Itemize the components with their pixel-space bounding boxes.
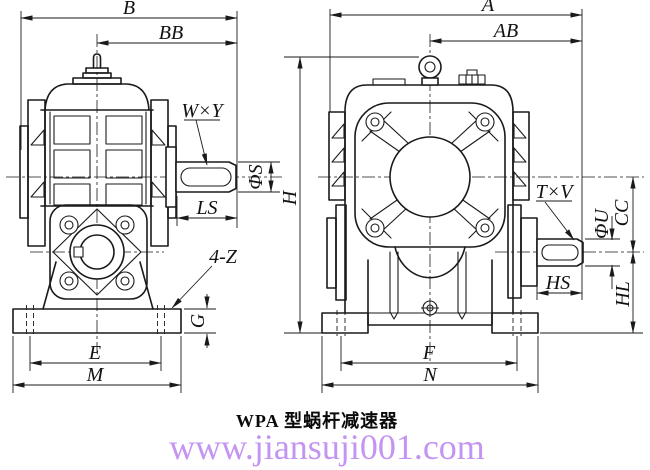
dim-label-H: H xyxy=(279,189,301,206)
dim-label-AB: AB xyxy=(492,20,518,42)
lifting-eye-icon xyxy=(418,55,442,86)
side-left-fins xyxy=(326,111,347,301)
oil-plug-icon xyxy=(458,69,486,85)
side-right-fins xyxy=(512,111,530,201)
output-flange xyxy=(49,204,148,300)
dim-label-phiU: ΦU xyxy=(591,208,613,239)
foundation-bolt-holes xyxy=(26,305,165,337)
side-feet xyxy=(321,310,539,336)
side-face-plate xyxy=(354,102,506,248)
top-cover-plate xyxy=(372,78,406,86)
dim-label-LS: LS xyxy=(195,197,217,219)
dim-label-M: M xyxy=(86,364,105,386)
dim-label-N: N xyxy=(422,364,438,386)
output-bore-keyway xyxy=(73,246,84,258)
input-shaft-keyway xyxy=(180,167,232,187)
front-dimensions: B BB W×Y ΦS LS 4-Z G E M xyxy=(12,0,280,393)
output-bore xyxy=(79,234,115,270)
front-left-bearing-cap xyxy=(19,99,46,247)
drain-plug-icon xyxy=(421,299,439,317)
dim-label-HL: HL xyxy=(612,281,634,308)
dim-label-A: A xyxy=(480,0,495,16)
input-shaft xyxy=(165,146,237,208)
side-sump xyxy=(367,246,493,326)
front-view: B BB W×Y ΦS LS 4-Z G E M xyxy=(6,0,282,393)
output-shaft-keyway xyxy=(541,244,579,261)
dim-label-HS: HS xyxy=(545,272,570,294)
worm-housing-boss xyxy=(389,136,471,218)
output-shaft xyxy=(507,204,584,299)
side-dimensions: A AB H T×V ΦU CC HS HL F xyxy=(279,0,643,393)
front-base xyxy=(12,261,182,337)
feet-bolt-holes xyxy=(336,310,522,336)
dim-label-BB: BB xyxy=(159,22,183,44)
dim-label-TxV: T×V xyxy=(536,181,576,203)
dim-label-B: B xyxy=(123,0,135,19)
dim-label-G: G xyxy=(187,313,209,328)
dim-label-4Z: 4-Z xyxy=(209,246,238,268)
dim-label-CC: CC xyxy=(611,199,633,226)
drawing-caption: WPA 型蜗杆减速器 xyxy=(236,410,398,431)
dim-label-WxY: W×Y xyxy=(181,100,224,122)
dim-label-F: F xyxy=(422,342,436,364)
dim-label-E: E xyxy=(88,342,101,364)
side-view: A AB H T×V ΦU CC HS HL F xyxy=(279,0,644,393)
watermark-text: www.jiansuji001.com xyxy=(169,427,485,467)
dim-label-phiS: ΦS xyxy=(245,164,267,189)
